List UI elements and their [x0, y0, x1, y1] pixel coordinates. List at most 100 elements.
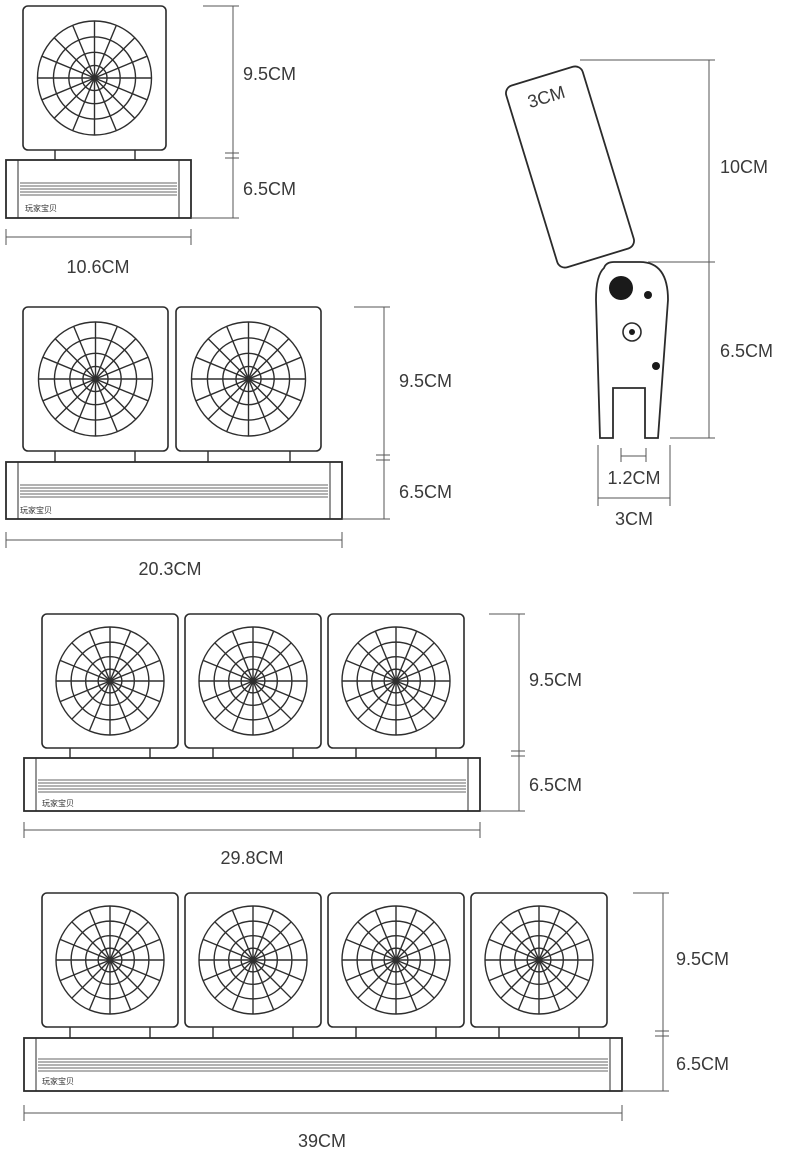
wheel-spoke [54, 378, 96, 420]
wheel-spoke [109, 959, 149, 999]
wheel-spoke [248, 338, 290, 380]
wheel-hub [107, 678, 113, 684]
wheel-spoke [357, 642, 397, 682]
wheel-spoke [395, 938, 447, 961]
wheel-spoke [395, 959, 418, 1011]
card [505, 65, 635, 269]
wheel-spoke [71, 642, 111, 682]
wheel-spoke [42, 378, 96, 402]
wheel-spoke [202, 938, 254, 961]
fan-wheel-1 [55, 626, 165, 736]
wheel-spoke [252, 909, 275, 961]
wheel-spoke [94, 326, 118, 380]
wheel-spoke [214, 680, 254, 720]
wheel-spoke [202, 659, 254, 682]
holder-2-fan-height-label: 9.5CM [399, 371, 452, 391]
knob-center [629, 329, 635, 335]
wheel-spoke [231, 909, 254, 961]
wheel-spoke [202, 680, 254, 703]
wheel-spoke [488, 959, 540, 982]
card-height-label: 10CM [720, 157, 768, 177]
wheel-spoke [207, 338, 249, 380]
wheel-spoke [345, 938, 397, 961]
holder-4-width-label: 39CM [298, 1131, 346, 1151]
wheel-spoke [214, 642, 254, 682]
fan-wheel-3 [341, 905, 451, 1015]
wheel-spoke [53, 37, 95, 79]
wheel-spoke [207, 378, 249, 420]
holder-2-width-label: 20.3CM [138, 559, 201, 579]
wheel-spoke [252, 959, 275, 1011]
side-view [505, 59, 715, 506]
fan-wheel-2 [198, 905, 308, 1015]
wheel-spoke [109, 680, 132, 732]
wheel-spoke [195, 378, 249, 402]
wheel-spoke [395, 680, 435, 720]
wheel-spoke [94, 37, 136, 79]
wheel-spoke [109, 680, 149, 720]
wheel-spoke [395, 959, 447, 982]
wheel-spoke [95, 378, 137, 420]
wheel-spoke [247, 378, 271, 432]
wheel-spoke [231, 630, 254, 682]
wheel-spoke [109, 959, 161, 982]
wheel-spoke [94, 77, 136, 119]
holders-layer [5, 5, 669, 1121]
wheel-spoke [95, 338, 137, 380]
wheel-spoke [395, 959, 435, 999]
holder-3-width-label: 29.8CM [220, 848, 283, 868]
screw-hole [644, 291, 652, 299]
wheel-spoke [345, 959, 397, 982]
holder-3-brand-label: 玩家宝贝 [42, 798, 74, 808]
wheel-spoke [357, 921, 397, 961]
wheel-spoke [252, 680, 275, 732]
wheel-spoke [109, 909, 132, 961]
holder-3-base-height-label: 6.5CM [529, 775, 582, 795]
wheel-spoke [93, 77, 117, 131]
slot-width-label: 1.2CM [607, 468, 660, 488]
wheel-spoke [247, 326, 271, 380]
wheel-spoke [538, 959, 590, 982]
holder-4-brand-label: 玩家宝贝 [42, 1076, 74, 1086]
holder-1-width-label: 10.6CM [66, 257, 129, 277]
wheel-spoke [109, 938, 161, 961]
wheel-spoke [88, 680, 111, 732]
bracket-height-label: 6.5CM [720, 341, 773, 361]
wheel-spoke [109, 630, 132, 682]
wheel-spoke [252, 659, 304, 682]
wheel-spoke [500, 921, 540, 961]
wheel-spoke [395, 921, 435, 961]
wheel-spoke [41, 55, 95, 79]
wheel-spoke [395, 630, 418, 682]
wheel-spoke [538, 909, 561, 961]
holder-1-brand-label: 玩家宝贝 [25, 203, 57, 213]
wheel-spoke [73, 326, 97, 380]
wheel-spoke [214, 959, 254, 999]
holder-4-fan-height-label: 9.5CM [676, 949, 729, 969]
wheel-spoke [395, 680, 418, 732]
wheel-spoke [109, 680, 161, 703]
wheel-spoke [374, 909, 397, 961]
lower-hole [652, 362, 660, 370]
wheel-hub [107, 957, 113, 963]
wheel-spoke [109, 659, 161, 682]
wheel-spoke [252, 921, 292, 961]
wheel-spoke [41, 77, 95, 101]
pivot-hole [609, 276, 633, 300]
wheel-hub [250, 678, 256, 684]
wheel-spoke [538, 921, 578, 961]
wheel-spoke [395, 680, 447, 703]
wheel-spoke [226, 378, 250, 432]
wheel-spoke [72, 25, 96, 79]
wheel-spoke [231, 680, 254, 732]
wheel-spoke [94, 55, 148, 79]
wheel-spoke [345, 659, 397, 682]
wheel-spoke [252, 938, 304, 961]
wheel-spoke [248, 378, 302, 402]
wheel-spoke [252, 680, 304, 703]
holder-2 [5, 306, 390, 548]
wheel-spoke [538, 938, 590, 961]
wheel-spoke [357, 680, 397, 720]
knob [622, 322, 642, 342]
